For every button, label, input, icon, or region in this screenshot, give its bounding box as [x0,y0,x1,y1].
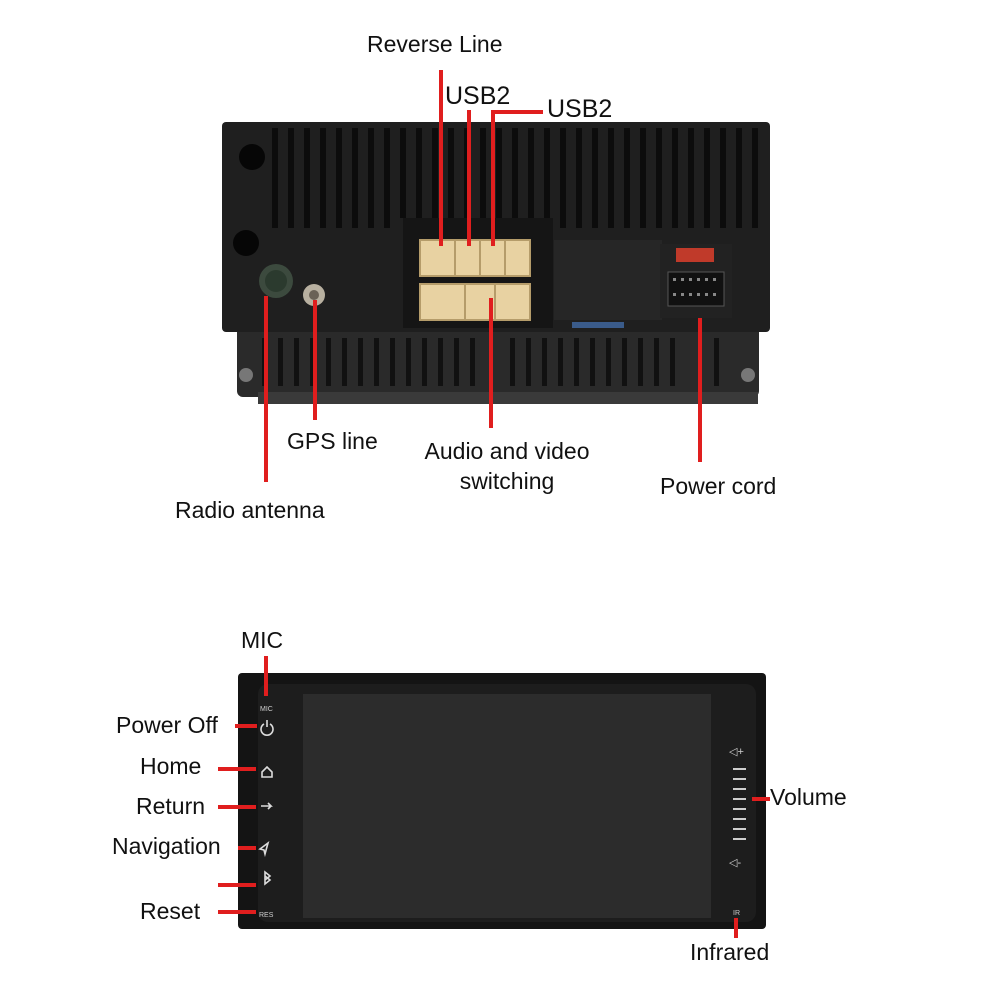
label-radio-antenna: Radio antenna [175,497,325,523]
reset-leader-2 [218,910,256,914]
volume-down-icon: ◁- [729,857,741,869]
gps-line-leader [313,300,317,420]
power-off-leader [235,724,257,728]
usb2-b-leader-h [491,110,543,114]
label-return: Return [136,793,206,819]
label-audio-video-line1: Audio and video [424,438,590,464]
label-usb2-b: USB2 [547,95,613,123]
reset-leader-1 [218,883,256,887]
mic-leader [264,656,268,696]
usb2-a-leader [467,110,471,246]
label-audio-video-line2: switching [459,468,555,494]
label-home: Home [140,753,202,779]
label-usb2-a: USB2 [445,82,511,110]
label-volume: Volume [770,784,847,810]
label-reverse-line: Reverse Line [367,31,503,57]
usb2-b-leader-v [491,110,495,246]
ir-marking: IR [733,910,740,917]
label-reset: Reset [140,898,201,924]
volume-leader [752,797,770,801]
return-leader [218,805,256,809]
audio-video-leader [489,298,493,428]
navigation-leader [238,846,256,850]
label-power-cord: Power cord [660,473,777,499]
reverse-line-leader [439,70,443,246]
label-navigation: Navigation [112,833,221,859]
home-leader [218,767,256,771]
label-power-off: Power Off [116,712,218,738]
radio-antenna-leader [264,296,268,482]
label-mic: MIC [241,627,284,653]
label-gps-line: GPS line [287,428,378,454]
res-marking: RES [259,912,274,919]
mic-marking: MIC [260,706,273,713]
power-cord-leader [698,318,702,462]
infrared-leader [734,918,738,938]
volume-up-icon: ◁+ [729,746,744,758]
label-infrared: Infrared [690,939,770,965]
